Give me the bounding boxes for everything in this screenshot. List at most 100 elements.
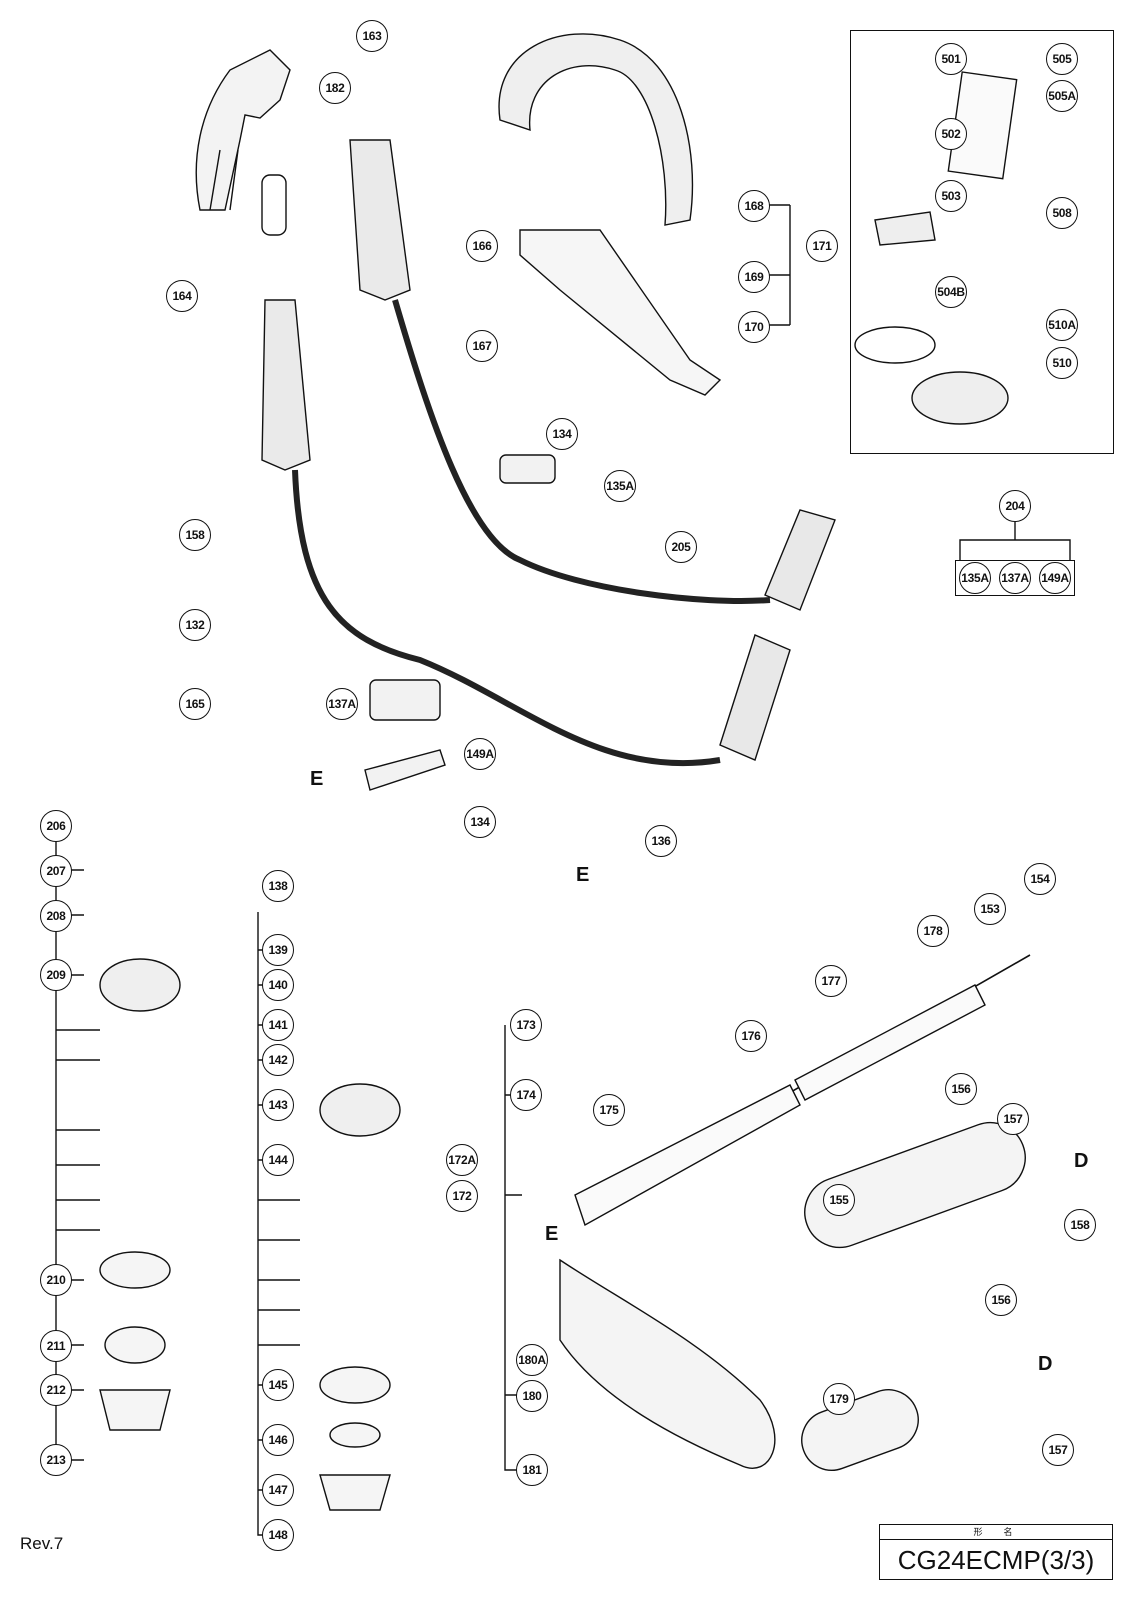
callout-137A: 137A (326, 688, 358, 720)
model-header: 形 名 (880, 1525, 1112, 1540)
callout-157-top: 157 (997, 1103, 1029, 1135)
callout-503: 503 (935, 180, 967, 212)
model-name: CG24ECMP(3/3) (897, 1545, 1095, 1575)
callout-209: 209 (40, 959, 72, 991)
callout-504B: 504B (935, 276, 967, 308)
callout-510: 510 (1046, 347, 1078, 379)
callout-175: 175 (593, 1094, 625, 1126)
callout-182: 182 (319, 72, 351, 104)
section-letter-e-middle: E (576, 864, 590, 886)
callout-146: 146 (262, 1424, 294, 1456)
handlebar-end-grip-top (764, 509, 836, 611)
callout-142: 142 (262, 1044, 294, 1076)
callout-144: 144 (262, 1144, 294, 1176)
callout-505: 505 (1046, 43, 1078, 75)
callout-174: 174 (510, 1079, 542, 1111)
clamp-set-box (955, 560, 1075, 596)
tool-kit-blade-drawing (911, 371, 1009, 425)
callout-138: 138 (262, 870, 294, 902)
handlebar-tube-136 (292, 469, 721, 767)
callout-180: 180 (516, 1380, 548, 1412)
callout-163: 163 (356, 20, 388, 52)
callout-170: 170 (738, 311, 770, 343)
handle-bracket-drawing (519, 229, 722, 396)
callout-167: 167 (466, 330, 498, 362)
callout-143: 143 (262, 1089, 294, 1121)
callout-158-right: 158 (1064, 1209, 1096, 1241)
rear-grip-drawing (261, 299, 311, 471)
callout-132: 132 (179, 609, 211, 641)
callout-145: 145 (262, 1369, 294, 1401)
callout-172: 172 (446, 1180, 478, 1212)
callout-156-bottom: 156 (985, 1284, 1017, 1316)
handlebar-end-grip-bottom (719, 634, 791, 761)
callout-213: 213 (40, 1444, 72, 1476)
callout-204: 204 (999, 490, 1031, 522)
callout-210: 210 (40, 1264, 72, 1296)
section-letter-d-top: D (1074, 1150, 1089, 1172)
callout-501: 501 (935, 43, 967, 75)
gear-head-138-drawing (319, 1083, 401, 1137)
callout-208: 208 (40, 900, 72, 932)
callout-154: 154 (1024, 863, 1056, 895)
section-letter-e-shaft: E (545, 1223, 559, 1245)
front-grip-drawing (349, 139, 411, 301)
callout-157-bottom: 157 (1042, 1434, 1074, 1466)
accessory-kit-box (850, 30, 1114, 454)
callout-136: 136 (645, 825, 677, 857)
bracket-204 (959, 522, 1071, 560)
throttle-lever-drawing (195, 49, 291, 211)
callout-502: 502 (935, 118, 967, 150)
clamp-135A-drawing (499, 454, 556, 484)
callout-set-135A: 135A (959, 562, 991, 594)
callout-141: 141 (262, 1009, 294, 1041)
callout-135A: 135A (604, 470, 636, 502)
callout-171: 171 (806, 230, 838, 262)
callout-181: 181 (516, 1454, 548, 1486)
callout-164: 164 (166, 280, 198, 312)
callout-147: 147 (262, 1474, 294, 1506)
blade-guard-drawing (559, 1258, 776, 1469)
section-letter-e-top: E (310, 768, 324, 790)
handlebar-tube-205 (392, 299, 771, 604)
callout-508: 508 (1046, 197, 1078, 229)
callout-180A: 180A (516, 1344, 548, 1376)
clamp-149A-drawing (364, 749, 446, 791)
callout-212: 212 (40, 1374, 72, 1406)
callout-149A: 149A (464, 738, 496, 770)
callout-177: 177 (815, 965, 847, 997)
callout-166: 166 (466, 230, 498, 262)
callout-207: 207 (40, 855, 72, 887)
callout-134-top: 134 (546, 418, 578, 450)
shaft-housing-drawing (804, 1121, 1026, 1249)
callout-153: 153 (974, 893, 1006, 925)
callout-134-bottom: 134 (464, 806, 496, 838)
callout-139: 139 (262, 934, 294, 966)
clamp-137A-drawing (369, 679, 441, 721)
callout-155: 155 (823, 1184, 855, 1216)
callout-178: 178 (917, 915, 949, 947)
bracket-171 (760, 204, 791, 326)
model-title-block: 形 名 CG24ECMP(3/3) (879, 1524, 1113, 1580)
callout-510A: 510A (1046, 309, 1078, 341)
callout-169: 169 (738, 261, 770, 293)
callout-165: 165 (179, 688, 211, 720)
callout-505A: 505A (1046, 80, 1078, 112)
section-letter-d-bottom: D (1038, 1353, 1053, 1375)
callout-206: 206 (40, 810, 72, 842)
sleeve-179-drawing (801, 1389, 919, 1471)
gear-head-206-drawing (99, 958, 181, 1012)
callout-set-137A: 137A (999, 562, 1031, 594)
cable-sleeve-drawing (261, 174, 287, 236)
callout-176: 176 (735, 1020, 767, 1052)
goggles-drawing (874, 211, 936, 246)
loop-handle-drawing (498, 33, 694, 226)
callout-156-top: 156 (945, 1073, 977, 1105)
callout-158: 158 (179, 519, 211, 551)
callout-205: 205 (665, 531, 697, 563)
callout-140: 140 (262, 969, 294, 1001)
callout-set-149A: 149A (1039, 562, 1071, 594)
nylon-cutter-ring-drawing (854, 326, 936, 364)
callout-211: 211 (40, 1330, 72, 1362)
